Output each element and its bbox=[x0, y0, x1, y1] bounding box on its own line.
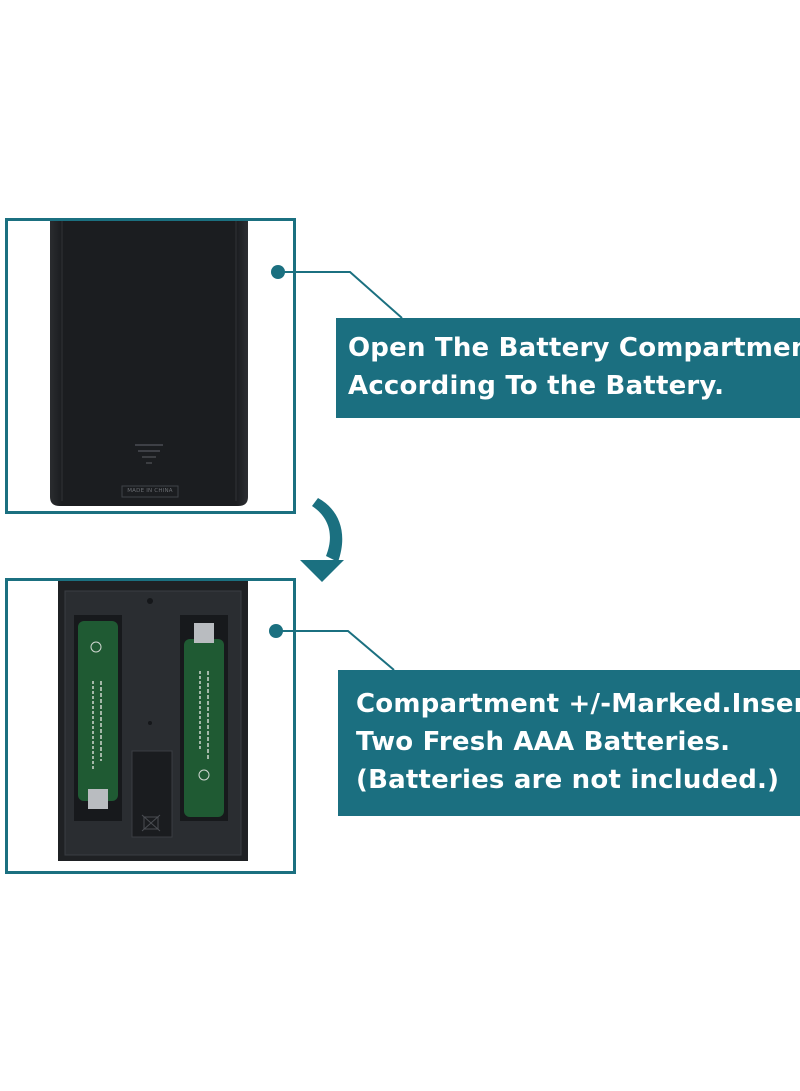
battery-compartment-illustration bbox=[58, 581, 248, 861]
step1-caption-line: Open The Battery Compartment, bbox=[348, 333, 800, 363]
callout-dot-top bbox=[271, 265, 285, 279]
remote-back-illustration bbox=[50, 221, 248, 506]
step1-caption-line: According To the Battery. bbox=[348, 371, 725, 401]
step1-caption: Open The Battery Compartment, According … bbox=[336, 318, 800, 418]
battery-compartment-image bbox=[5, 578, 296, 874]
battery-right bbox=[184, 623, 224, 817]
step2-caption-line: Compartment +/-Marked.Insert bbox=[356, 689, 800, 719]
callout-dot-bottom bbox=[269, 624, 283, 638]
step2-caption-line: Two Fresh AAA Batteries. bbox=[356, 727, 731, 757]
battery-left bbox=[78, 621, 118, 809]
remote-back-image: MADE IN CHINA bbox=[5, 218, 296, 514]
step2-caption: Compartment +/-Marked.Insert Two Fresh A… bbox=[338, 670, 800, 816]
latch-icon bbox=[135, 444, 163, 464]
made-in-china-imprint: MADE IN CHINA bbox=[127, 488, 173, 494]
recycle-bin-icon bbox=[141, 814, 161, 832]
step2-caption-line: (Batteries are not included.) bbox=[356, 765, 780, 795]
curved-arrow-icon bbox=[300, 498, 344, 582]
